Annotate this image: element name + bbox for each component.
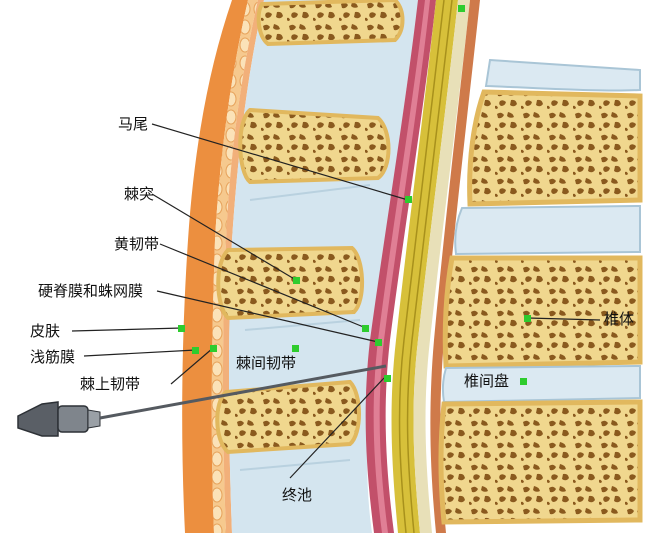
label-skin: 皮肤 bbox=[30, 322, 60, 340]
marker-skin bbox=[178, 325, 185, 332]
label-vertebral-body: 椎体 bbox=[604, 310, 634, 328]
dural-sac bbox=[365, 0, 436, 533]
label-interspinous-ligament: 棘间韧带 bbox=[236, 354, 296, 372]
marker-cauda-equina bbox=[405, 196, 412, 203]
disc-1 bbox=[454, 204, 641, 256]
disc-top bbox=[484, 58, 641, 92]
leader-lines bbox=[71, 123, 601, 479]
labels: 马尾 棘突 黄韧带 硬脊膜和蛛网膜 皮肤 浅筋膜 棘上韧带 棘间韧带 椎体 椎间… bbox=[30, 115, 634, 504]
label-superficial-fascia: 浅筋膜 bbox=[30, 348, 75, 366]
needle-grip bbox=[57, 405, 89, 433]
marker-spinous-process bbox=[293, 277, 300, 284]
vertebral-body-1 bbox=[467, 89, 643, 207]
label-cistern: 终池 bbox=[282, 486, 312, 504]
marker-top bbox=[458, 5, 465, 12]
label-spinous-process: 棘突 bbox=[124, 185, 154, 203]
markers bbox=[178, 5, 531, 385]
vertebral-body-3 bbox=[438, 399, 643, 525]
spinous-process-4 bbox=[215, 379, 361, 455]
label-cauda-equina: 马尾 bbox=[118, 115, 148, 133]
marker-cistern bbox=[384, 375, 391, 382]
spinous-processes bbox=[215, 0, 405, 455]
marker-disc bbox=[520, 378, 527, 385]
spinous-process-3 bbox=[216, 245, 365, 321]
marker-fascia bbox=[192, 347, 199, 354]
canal-wall bbox=[430, 0, 480, 533]
marker-dura bbox=[375, 339, 382, 346]
label-intervertebral-disc: 椎间盘 bbox=[464, 372, 509, 390]
vertebral-body-2 bbox=[442, 255, 643, 369]
needle-shaft bbox=[99, 364, 387, 420]
marker-ligamentum-flavum bbox=[362, 325, 369, 332]
disc-2 bbox=[441, 364, 641, 404]
marker-interspinous bbox=[292, 345, 299, 352]
spinous-process-1 bbox=[256, 0, 405, 47]
cauda-equina bbox=[391, 0, 470, 534]
spinal-needle bbox=[17, 364, 387, 437]
label-ligamentum-flavum: 黄韧带 bbox=[114, 235, 159, 253]
marker-vertebral-body bbox=[524, 315, 531, 322]
spinous-process-2 bbox=[238, 107, 391, 185]
label-dura-arachnoid: 硬脊膜和蛛网膜 bbox=[38, 282, 143, 300]
needle-hub bbox=[17, 401, 59, 437]
vertebral-column bbox=[438, 58, 643, 525]
label-supraspinous-ligament: 棘上韧带 bbox=[80, 375, 140, 393]
marker-supraspinous bbox=[210, 345, 217, 352]
